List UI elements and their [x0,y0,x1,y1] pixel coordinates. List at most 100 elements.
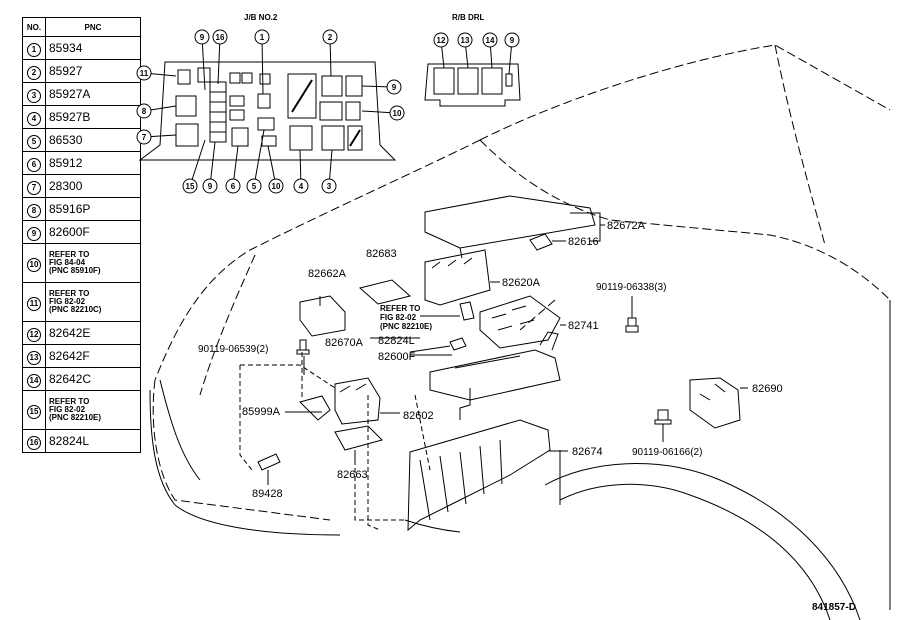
callout-number: 8 [142,107,147,116]
label-85999A: 85999A [242,406,281,418]
legend-row: 3 85927A [22,82,141,106]
figure-id: 841857-D [812,602,856,613]
legend-row-number: 11 [27,297,41,311]
legend-row-pnc: FIG 82-02 [49,297,86,306]
callout-number: 4 [299,182,304,191]
label-82690: 82690 [752,383,783,395]
callout-number: 11 [140,69,149,78]
fuse-82670A [459,301,475,321]
fuse-82824L [449,337,467,351]
bracket-82690 [689,377,741,429]
callout-number: 9 [208,182,213,191]
legend-row-number: 16 [27,436,41,450]
legend-row-pnc: FIG 84-04 [49,258,86,267]
label-82741: 82741 [568,320,599,332]
callout-number: 6 [231,182,236,191]
legend-row-pnc: 82642E [49,326,91,340]
callout-circle [268,178,284,194]
legend-row-number: 6 [27,158,41,172]
legend-row-pnc: (PNC 82210C) [49,305,102,314]
callout-number: 9 [510,36,515,45]
legend-row-number: 15 [27,405,41,419]
callout-circle [321,178,337,194]
legend-row-pnc: REFER TO [49,250,90,259]
label-89428: 89428 [252,488,283,500]
legend-row-pnc: 82824L [49,434,90,448]
callout-circle [136,129,152,145]
legend-row-number: 3 [27,89,41,103]
callout-number: 13 [461,36,470,45]
callout-number: 14 [486,36,495,45]
callout-circle [482,32,498,48]
legend-row-pnc: 85934 [49,41,83,55]
lower-case-82674 [407,419,551,532]
legend-row-number: 12 [27,328,41,342]
callout-number: 10 [393,109,402,118]
legend-row-pnc: 85927 [49,64,83,78]
callout-circle [246,178,262,194]
legend-row-pnc: REFER TO [49,289,90,298]
relay-box-82602 [334,377,381,425]
label-82600F: 82600F [378,351,416,363]
callout-circle [212,29,228,45]
callout-number: 9 [392,83,397,92]
box-82600F [429,349,561,401]
callout-number: 10 [272,182,281,191]
callout-circle [504,32,520,48]
callout-number: 3 [327,182,332,191]
assembly-lines [239,352,431,531]
front-fender-outline [149,300,891,620]
legend-row-number: 2 [27,66,41,80]
label-90119-06166: 90119-06166(2) [632,447,702,458]
legend-row-number: 7 [27,181,41,195]
legend-row-pnc: 85927A [49,87,91,101]
legend-row-pnc: 85912 [49,156,83,170]
label-82683: 82683 [366,248,397,260]
label-82620A: 82620A [502,277,541,289]
legend-row-pnc: 85916P [49,202,91,216]
legend-row: 2 85927 [22,59,141,83]
relay-82741 [479,295,561,349]
legend-row-pnc: 82642F [49,349,90,363]
cover-82662A [299,295,346,337]
callout-circle [194,29,210,45]
label-90119-06338: 90119-06338(3) [596,282,666,293]
callout-circle [386,79,402,95]
legend-row-pnc: (PNC 85910F) [49,266,101,275]
legend-row-number: 5 [27,135,41,149]
callout-circle [293,178,309,194]
legend-row-number: 10 [27,258,41,272]
legend-row: 6 85912 [22,151,141,175]
part-labels: 82672A 82616 82683 82620A 82662A 90119-0… [198,220,856,613]
legend-row-number: 1 [27,43,41,57]
sensor-89428 [257,453,281,471]
callout-circle [182,178,198,194]
legend-row-number: 8 [27,204,41,218]
label-90119-06539: 90119-06539(2) [198,344,268,355]
vehicle-body-outline [152,44,891,521]
callout-circle [136,103,152,119]
junction-block-2 [138,61,397,161]
relay-block-drl [424,63,521,107]
relay-block-82620A [424,249,491,306]
legend-row-pnc: REFER TO [49,397,90,406]
bolt-90119-06539 [296,339,310,355]
label-82602: 82602 [403,410,434,422]
callout-number: 5 [252,182,257,191]
legend-row-pnc: 82642C [49,372,92,386]
legend-row-pnc: 85927B [49,110,91,124]
callout-circle [136,65,152,81]
plate-82683 [358,279,412,305]
callout-circle [202,178,218,194]
legend-row-number: 9 [27,227,41,241]
label-refer-line2: FIG 82-02 [380,313,417,322]
legend-row-pnc: FIG 82-02 [49,405,86,414]
legend-row: 16 82824L [22,429,141,453]
callout-circle [322,29,338,45]
